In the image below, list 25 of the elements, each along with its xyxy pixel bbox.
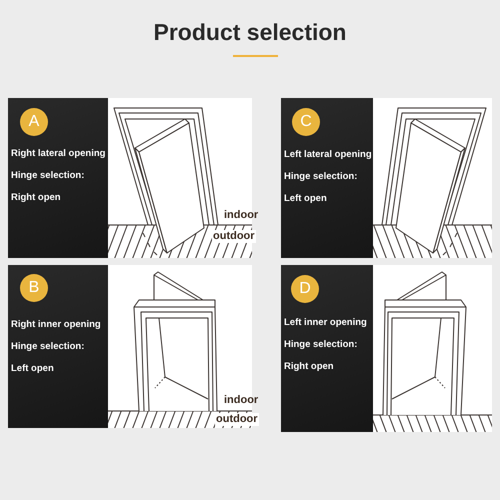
letter-marker: D: [291, 275, 319, 303]
opening-type-text: Right inner opening: [11, 319, 101, 331]
hinge-type-text: Right open: [284, 361, 334, 373]
letter-marker: C: [292, 108, 320, 136]
opening-type-text: Left lateral opening: [284, 149, 372, 161]
info-panel: [281, 98, 373, 258]
side-label: indoor: [224, 394, 258, 407]
opening-type-text: Left inner opening: [284, 317, 367, 329]
hinge-label: Hinge selection:: [11, 341, 84, 353]
hinge-type-text: Right open: [11, 192, 61, 204]
letter-marker: B: [20, 274, 48, 302]
side-label: outdoor: [215, 413, 259, 426]
hinge-label: Hinge selection:: [11, 170, 84, 182]
hinge-type-text: Left open: [11, 363, 54, 375]
letter-marker: A: [20, 108, 48, 136]
hinge-label: Hinge selection:: [284, 339, 358, 351]
side-label: indoor: [224, 209, 258, 222]
hinge-label: Hinge selection:: [284, 171, 358, 183]
side-label: outdoor: [212, 230, 256, 243]
opening-type-text: Right lateral opening: [11, 148, 106, 160]
info-panel: [8, 265, 108, 428]
title: Product selection: [154, 18, 346, 46]
info-panel: [281, 265, 373, 432]
hinge-type-text: Left open: [284, 193, 327, 205]
info-panel: [8, 98, 108, 258]
